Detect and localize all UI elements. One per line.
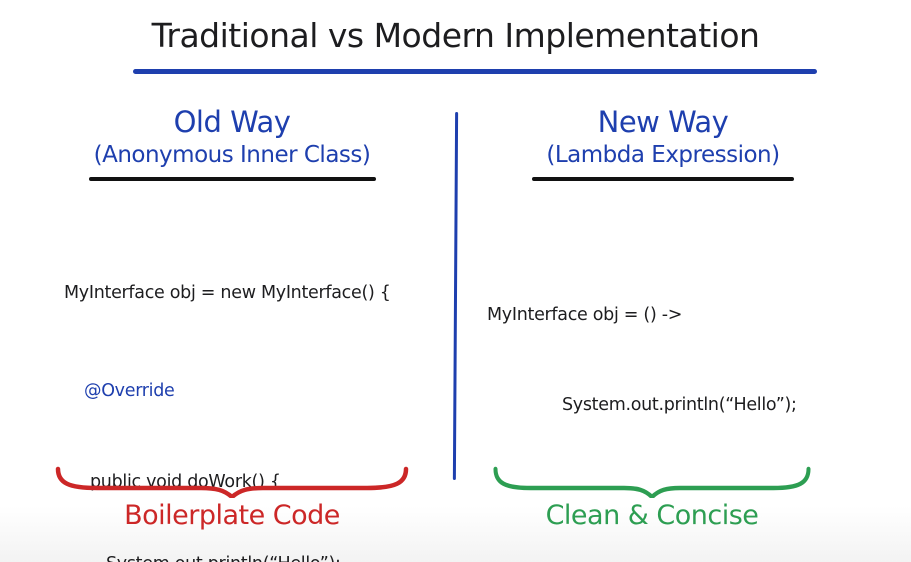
new-way-code-block: MyInterface obj = () -> System.out.print… <box>487 250 797 470</box>
new-way-subheading: (Lambda Expression) <box>546 142 780 168</box>
page-title: Traditional vs Modern Implementation <box>151 16 760 55</box>
boilerplate-caption: Boilerplate Code <box>124 500 340 531</box>
clean-concise-underbrace <box>493 466 811 498</box>
code-line: System.out.println(“Hello”); <box>106 551 391 562</box>
column-divider-line <box>452 111 459 481</box>
new-way-heading: New Way <box>597 105 729 139</box>
code-line: System.out.println(“Hello”); <box>562 395 797 415</box>
code-line-override-annotation: @Override <box>84 381 175 401</box>
code-line: MyInterface obj = new MyInterface() { <box>64 283 391 303</box>
title-underline <box>133 69 817 74</box>
new-way-header-underline <box>532 177 794 181</box>
old-way-heading: Old Way <box>173 105 291 139</box>
old-way-subheading: (Anonymous Inner Class) <box>93 142 371 168</box>
old-way-header: Old Way (Anonymous Inner Class) <box>37 104 427 181</box>
clean-concise-caption: Clean & Concise <box>545 500 759 531</box>
boilerplate-underbrace <box>55 466 409 498</box>
new-way-header: New Way (Lambda Expression) <box>473 104 853 181</box>
code-line: MyInterface obj = () -> <box>487 305 683 325</box>
old-way-header-underline <box>88 177 376 181</box>
